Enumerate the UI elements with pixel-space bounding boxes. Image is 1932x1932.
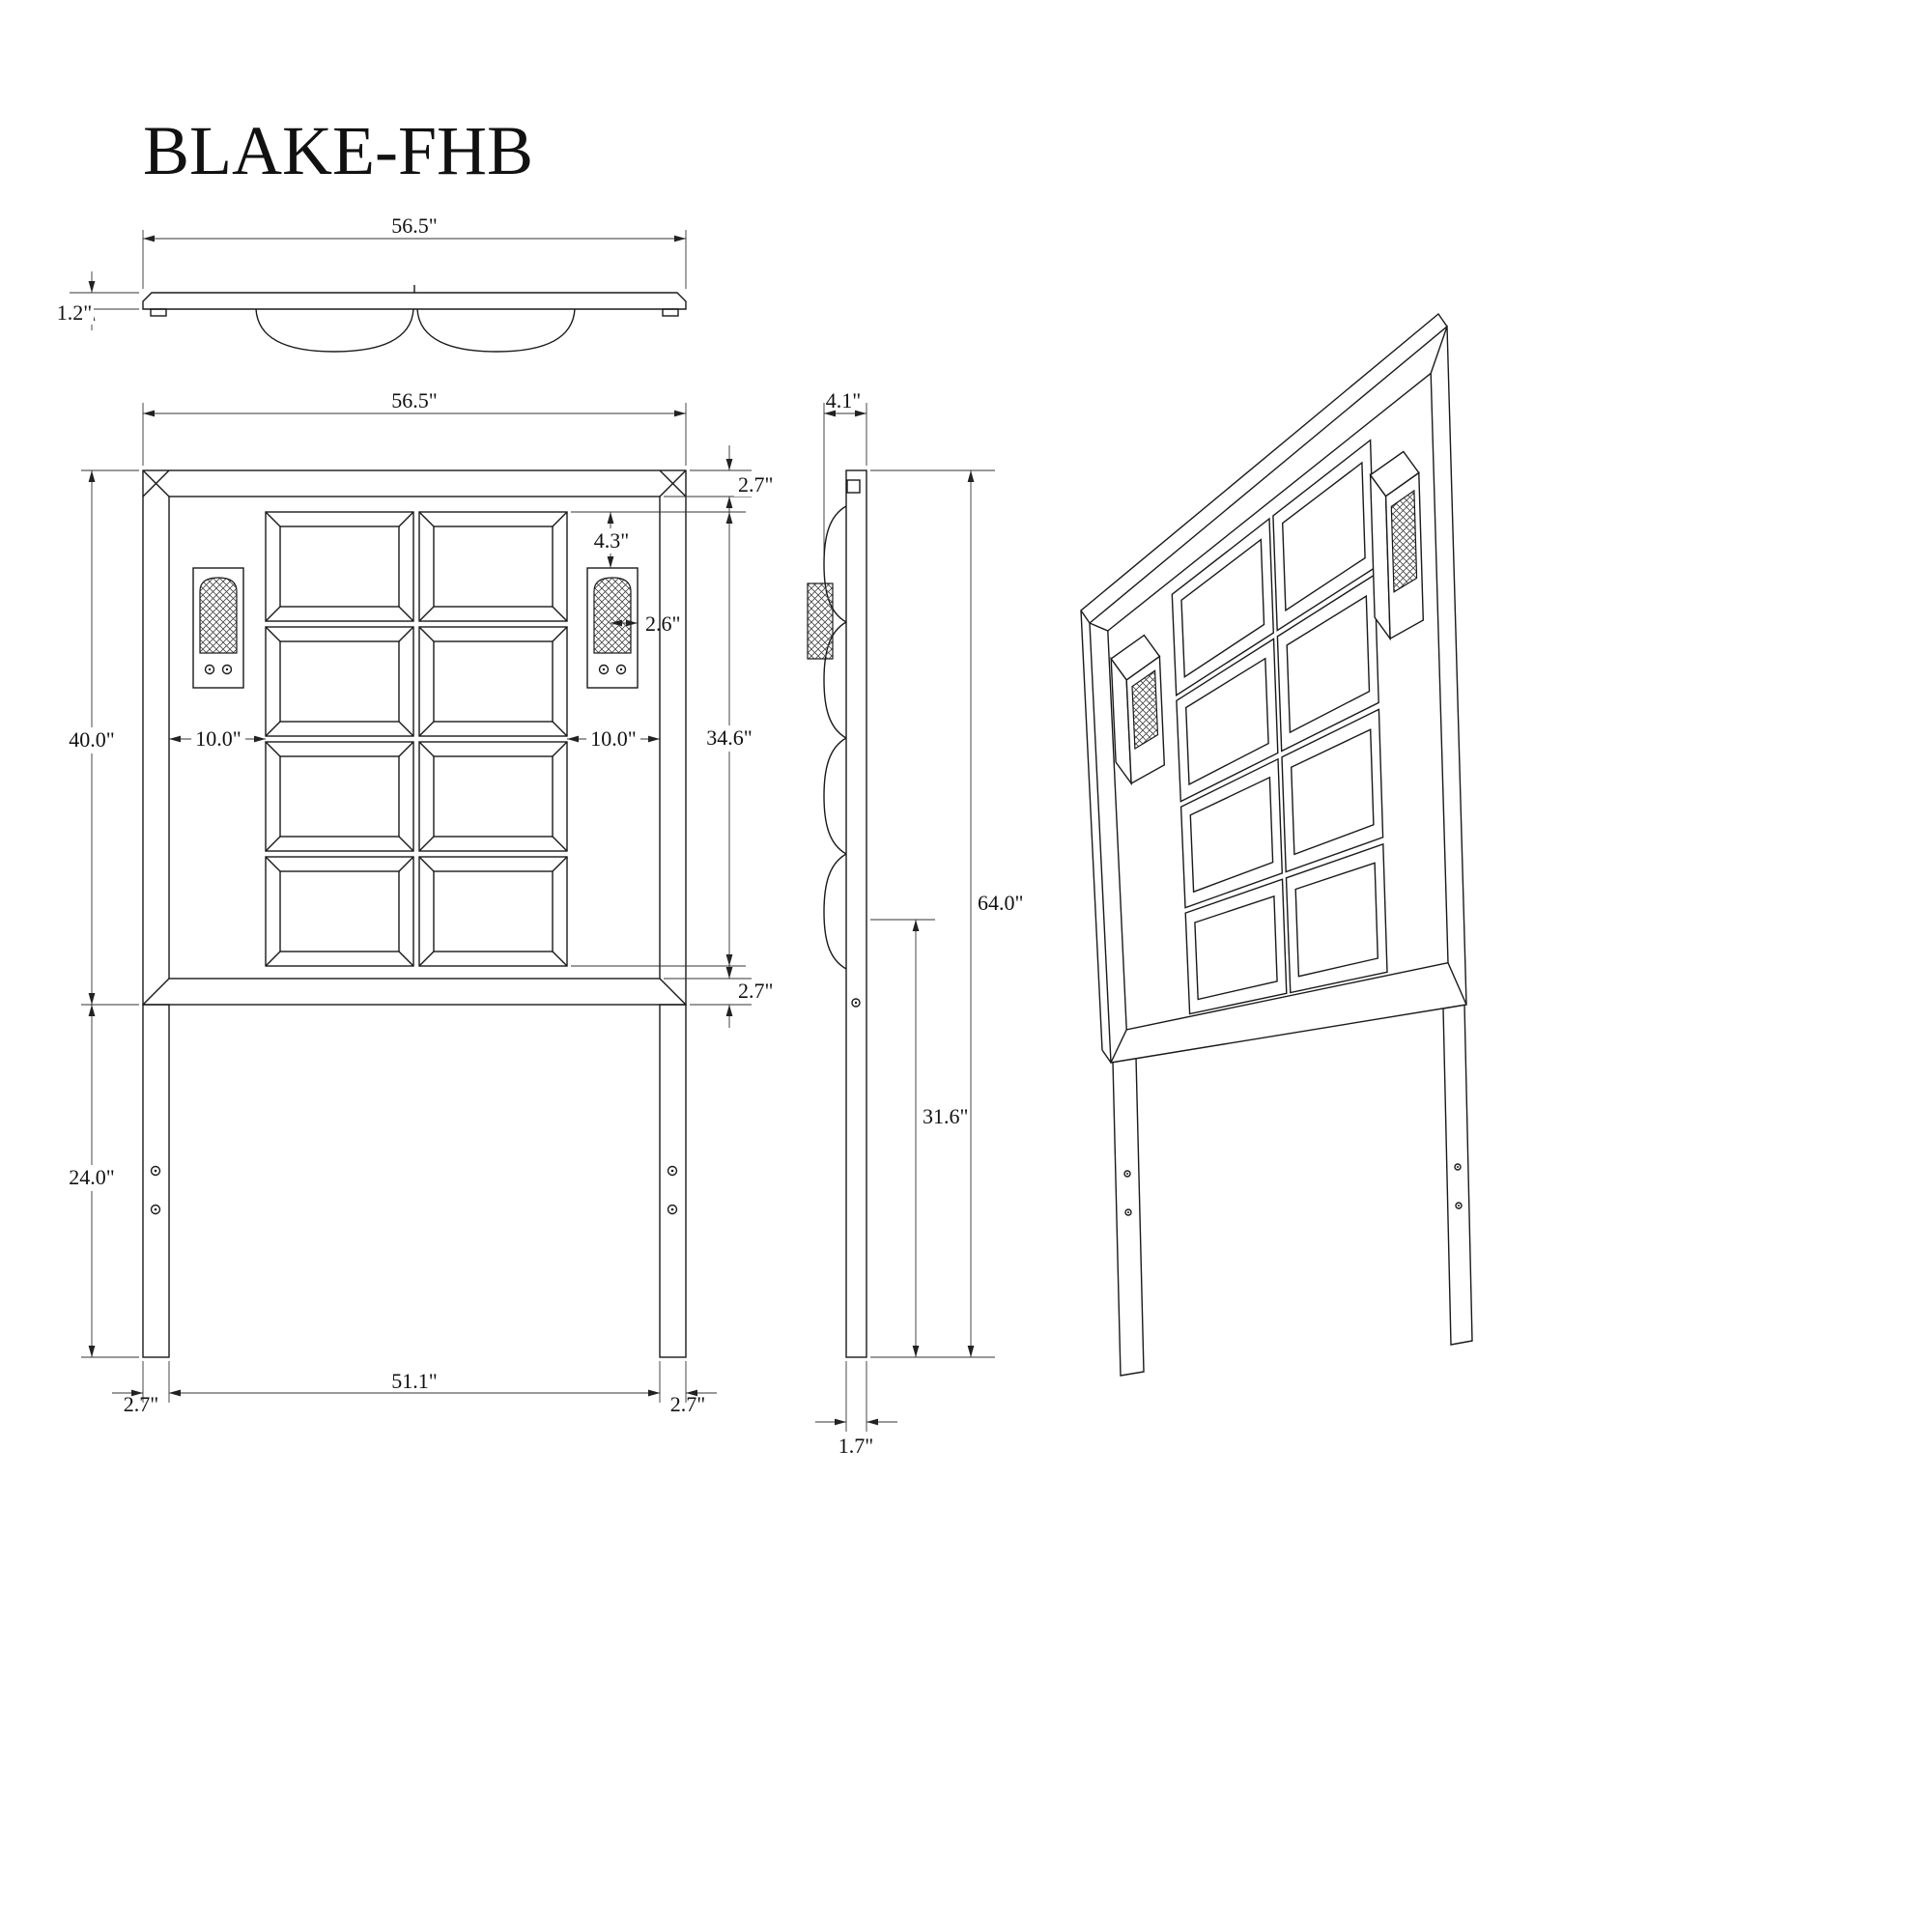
iso-right-leg [1442, 1004, 1473, 1346]
iso-view [1080, 312, 1473, 1377]
dim-side-total-height: 64.0" [978, 891, 1023, 915]
iso-panel [1176, 638, 1279, 803]
side-panel-bump [823, 621, 847, 739]
dim-front-panel-height: 40.0" [69, 727, 114, 752]
front-view: 56.5" 40.0" 24.0" 2.7" 4.3" 2.6" 34.6" 2… [64, 388, 777, 1416]
side-view: 4.1" 64.0" 31.6" 1.7" [807, 388, 1023, 1458]
iso-panel [1276, 573, 1379, 753]
dim-front-top-rail: 2.7" [738, 472, 773, 497]
side-panel-bump [823, 505, 847, 623]
dim-front-leg-width-left: 2.7" [124, 1392, 158, 1416]
sconce-shade [593, 577, 632, 654]
dim-front-grid-offset: 4.3" [594, 528, 629, 553]
top-view-panel-arc-right [416, 308, 576, 353]
panel [265, 511, 414, 622]
dim-front-inset-left: 10.0" [195, 726, 241, 751]
panel [418, 741, 568, 852]
dim-front-bottom-rail: 2.7" [738, 979, 773, 1003]
side-panel-bump [823, 853, 847, 970]
panel [418, 626, 568, 737]
front-right-leg [659, 1004, 687, 1358]
dim-front-leg-height: 24.0" [69, 1165, 114, 1189]
dim-side-lower-height: 31.6" [923, 1104, 968, 1128]
panel [418, 511, 568, 622]
top-view-slab [142, 292, 687, 310]
dim-top-thickness: 1.2" [57, 300, 92, 325]
side-post [845, 469, 867, 1358]
panel [265, 741, 414, 852]
dim-front-lamp-width: 2.6" [645, 611, 680, 636]
front-panel-grid [265, 511, 568, 967]
front-left-sconce [192, 567, 244, 689]
iso-panel [1285, 842, 1388, 994]
front-right-sconce [586, 567, 639, 689]
iso-panel [1171, 517, 1275, 696]
dim-side-depth: 4.1" [826, 388, 861, 412]
panel [418, 856, 568, 967]
dim-front-leg-width-right: 2.7" [670, 1392, 705, 1416]
sconce-shade [199, 577, 238, 654]
iso-panel [1179, 757, 1284, 909]
dim-front-leg-span: 51.1" [391, 1369, 437, 1393]
panel [265, 856, 414, 967]
iso-left-leg [1112, 1057, 1145, 1377]
side-sconce [807, 582, 834, 660]
dim-front-opening-height: 34.6" [706, 725, 752, 750]
top-view-panel-arc-left [255, 308, 414, 353]
dim-side-leg-depth: 1.7" [838, 1434, 873, 1458]
front-headboard-outline [142, 469, 687, 1006]
drawing-title: BLAKE-FHB [143, 112, 533, 189]
front-left-leg [142, 1004, 170, 1358]
panel [265, 626, 414, 737]
dim-front-inset-right: 10.0" [590, 726, 636, 751]
side-panel-bump [823, 737, 847, 855]
top-view: 56.5" 1.2" [55, 213, 687, 353]
dim-front-width: 56.5" [391, 388, 437, 412]
iso-panel [1184, 878, 1288, 1015]
iso-panel [1281, 708, 1384, 873]
dim-top-width: 56.5" [391, 213, 437, 238]
